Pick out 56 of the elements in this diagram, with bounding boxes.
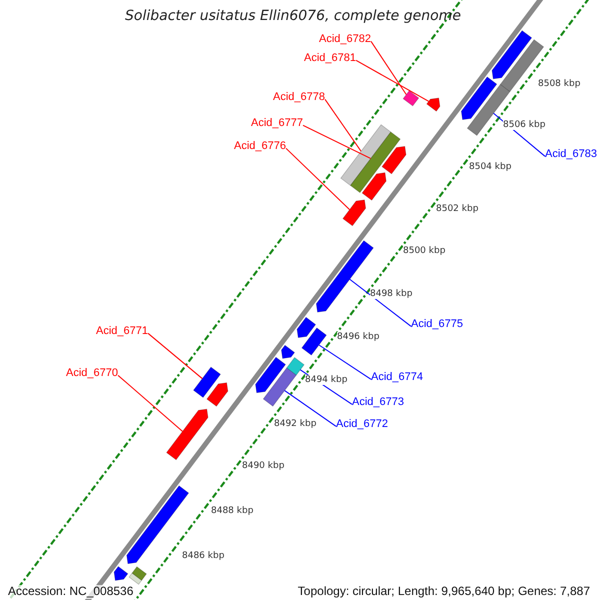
- gene-label: Acid_6783: [545, 148, 597, 161]
- scale-label: 8504 kbp: [469, 162, 512, 172]
- gene-block: [166, 408, 208, 460]
- gene-block: [193, 366, 221, 398]
- gene-block: [402, 90, 420, 106]
- gene-label: Acid_6781: [304, 52, 356, 65]
- gene-block: [262, 367, 297, 407]
- gene-block: [342, 199, 366, 226]
- gene-block: [296, 316, 316, 338]
- leader-line: [370, 40, 407, 95]
- leader-line: [148, 332, 203, 380]
- gene-block: [461, 76, 498, 120]
- gene-label: Acid_6778: [273, 91, 325, 104]
- scale-label: 8506 kbp: [503, 120, 546, 130]
- scale-label: 8496 kbp: [337, 332, 380, 342]
- gene-label: Acid_6773: [352, 396, 404, 409]
- scale-label: 8492 kbp: [274, 419, 316, 430]
- scale-label: 8490 kbp: [242, 461, 284, 472]
- gene-label: Acid_6782: [319, 33, 371, 46]
- scale-label: 8488 kbp: [211, 506, 254, 516]
- gene-block: [350, 131, 401, 194]
- gene-label: Acid_6771: [96, 325, 148, 338]
- scale-label: 8494 kbp: [305, 375, 348, 386]
- gene-block: [492, 30, 532, 80]
- leader-line: [318, 344, 372, 380]
- gene-label: Acid_6772: [336, 418, 388, 431]
- leader-line: [118, 374, 183, 432]
- gene-block: [340, 124, 392, 186]
- genome-info-text: Topology: circular; Length: 9,965,640 bp; Genes: 7,887: [298, 585, 590, 599]
- scale-label: 8498 kbp: [370, 289, 412, 300]
- leader-line: [302, 124, 372, 159]
- gene-block: [255, 356, 286, 394]
- leader-line: [349, 278, 412, 327]
- gene-block: [114, 566, 128, 581]
- scale-label: 8500 kbp: [403, 246, 446, 256]
- gene-label: Acid_6774: [371, 371, 423, 384]
- gene-block: [301, 328, 327, 356]
- gene-block: [426, 98, 440, 112]
- scale-label: 8508 kbp: [538, 79, 580, 90]
- leader-line: [356, 60, 430, 102]
- gene-label: Acid_6777: [251, 117, 303, 130]
- gene-block: [128, 572, 142, 585]
- gene-block: [206, 382, 228, 407]
- gene-block: [362, 172, 386, 201]
- gene-block: [382, 146, 406, 174]
- leader-line: [324, 98, 362, 152]
- scale-label: 8486 kbp: [182, 551, 224, 562]
- scale-label: 8502 kbp: [436, 204, 478, 214]
- gene-label: Acid_6775: [411, 318, 463, 331]
- title: Solibacter usitatus Ellin6076, complete genome: [124, 8, 462, 24]
- gene-label: Acid_6776: [234, 140, 286, 153]
- leader-line: [286, 148, 350, 210]
- gene-block: [281, 344, 295, 359]
- accession-text: Accession: NC_008536: [8, 585, 134, 599]
- gene-label: Acid_6770: [66, 367, 118, 380]
- gene-block: [286, 357, 305, 376]
